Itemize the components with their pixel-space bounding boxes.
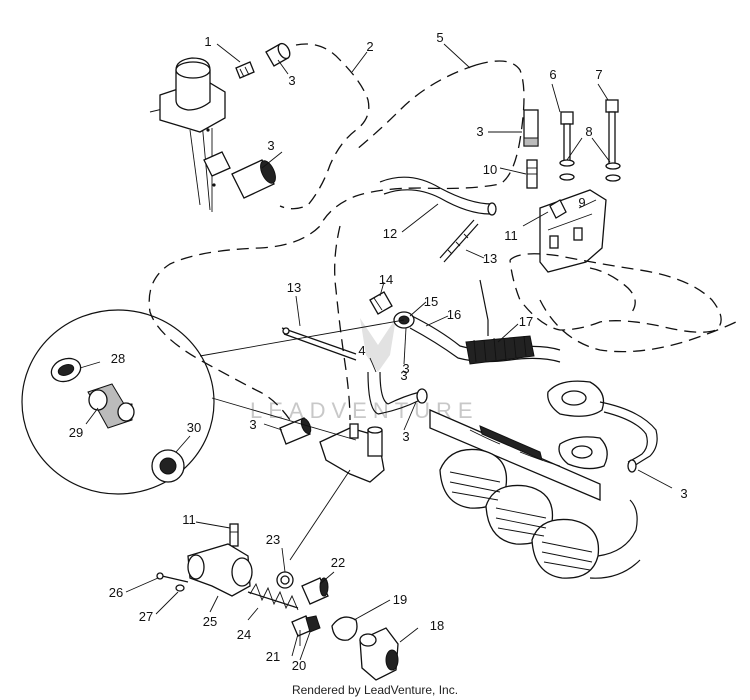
callout-9: 9	[578, 195, 585, 210]
assembly-connector	[289, 469, 351, 561]
callout-13-a: 13	[483, 251, 497, 266]
part-3-clamp-mid	[203, 151, 276, 199]
callout-11-b: 11	[182, 512, 196, 527]
part-30-nut	[151, 449, 185, 483]
callout-3-b: 3	[267, 138, 274, 153]
callout-15: 15	[424, 294, 438, 309]
oil-reservoir	[149, 57, 226, 212]
callout-2: 2	[366, 39, 373, 54]
hose-5-top-run	[355, 64, 477, 151]
part-8-washers	[559, 159, 621, 182]
callout-3-h: 3	[400, 368, 407, 383]
callout-6: 6	[549, 67, 556, 82]
hose-2-outline	[279, 43, 370, 210]
callout-3-g: 3	[680, 486, 687, 501]
callout-10: 10	[483, 162, 497, 177]
callout-labels: 1 2 3 3 3 3 3 3 3 3 4 5 6 7 8 9 10 11 11…	[69, 30, 688, 673]
callout-29: 29	[69, 425, 83, 440]
callout-7: 7	[595, 67, 602, 82]
callout-17: 17	[519, 314, 533, 329]
callout-8: 8	[585, 124, 592, 139]
part-13-tie-strap	[479, 279, 489, 336]
part-4-hose	[367, 371, 428, 415]
part-11-fitting-top	[549, 199, 567, 219]
detail-circle	[21, 309, 405, 495]
callout-23: 23	[266, 532, 280, 547]
part-28-gasket	[50, 357, 82, 383]
part-12-hose	[379, 176, 497, 216]
part-29-fitting	[87, 383, 135, 429]
exhaust-housing-outline	[509, 253, 722, 333]
callout-1: 1	[204, 34, 211, 49]
callout-3-f: 3	[249, 417, 256, 432]
callout-30: 30	[187, 420, 201, 435]
part-3-clamp-top	[265, 42, 291, 67]
fuel-rail	[429, 409, 601, 501]
callout-11-a: 11	[504, 228, 518, 243]
callout-26: 26	[109, 585, 123, 600]
callout-28: 28	[111, 351, 125, 366]
exhaust-flange-manifold	[547, 380, 608, 470]
callout-20: 20	[292, 658, 306, 673]
valve-body-upper	[319, 423, 385, 483]
part-13-tie-lower	[281, 327, 357, 361]
callout-19: 19	[393, 592, 407, 607]
callout-12: 12	[383, 226, 397, 241]
callout-3-a: 3	[288, 73, 295, 88]
footer-credit: Rendered by LeadVenture, Inc.	[292, 683, 458, 697]
part-7-bolt	[605, 99, 619, 165]
leader-lines	[79, 43, 673, 661]
engine-cylinders	[439, 448, 641, 579]
hose-5-mid-run	[334, 225, 351, 421]
part-1-fitting	[235, 61, 255, 79]
watermark-logo	[360, 318, 396, 372]
callout-4: 4	[358, 343, 365, 358]
part-24-spring	[247, 582, 299, 611]
part-20-tip	[305, 615, 321, 633]
callout-14: 14	[379, 272, 393, 287]
callout-21: 21	[266, 649, 280, 664]
exhaust-housing-inner	[589, 267, 636, 313]
callout-22: 22	[331, 555, 345, 570]
part-3-hose-end-right	[523, 109, 539, 147]
callout-16: 16	[447, 307, 461, 322]
callout-3-d: 3	[402, 361, 409, 376]
water-pipe	[599, 401, 658, 473]
callout-25: 25	[203, 614, 217, 629]
part-11-fitting-lower	[229, 523, 239, 547]
part-22-fitting	[301, 577, 329, 605]
callout-3-c: 3	[476, 124, 483, 139]
part-19-gasket	[331, 616, 358, 641]
hose-5-outline	[148, 60, 525, 421]
callout-3-e: 3	[402, 429, 409, 444]
part-10-fitting	[526, 159, 538, 189]
callout-24: 24	[237, 627, 251, 642]
callout-18: 18	[430, 618, 444, 633]
part-17-sleeve	[465, 335, 535, 365]
part-6-bolt	[560, 111, 574, 163]
callout-13-b: 13	[287, 280, 301, 295]
part-27-washer	[175, 584, 185, 592]
part-13-tie-upper	[439, 219, 479, 263]
part-14-fitting	[369, 291, 393, 315]
part-18-housing	[359, 627, 399, 681]
part-26-screw	[156, 572, 189, 583]
callout-5: 5	[436, 30, 443, 45]
part-9-bracket	[539, 189, 607, 273]
callout-27: 27	[139, 609, 153, 624]
exhaust-housing-lower	[539, 299, 741, 353]
part-23-oring	[276, 571, 294, 589]
part-25-body	[187, 543, 253, 597]
